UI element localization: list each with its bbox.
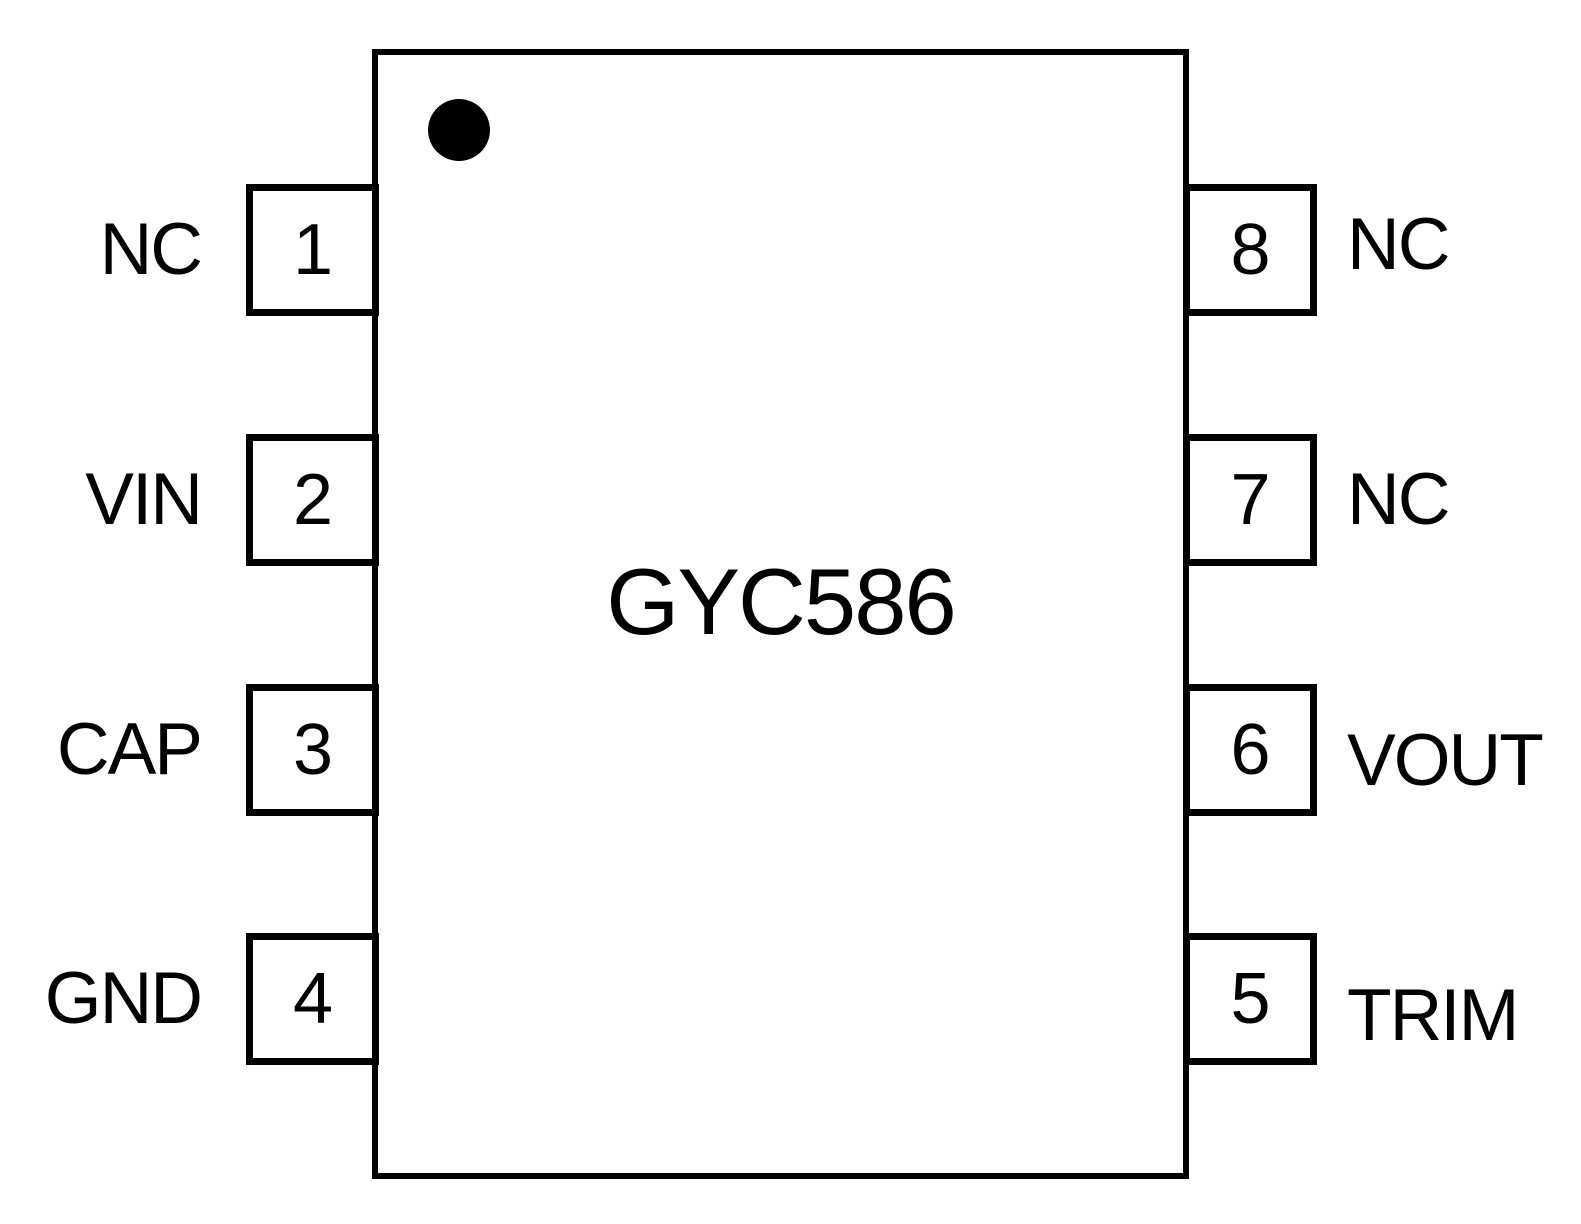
pin-label-vout: VOUT	[1347, 720, 1544, 801]
pin-label-cap: CAP	[56, 709, 203, 790]
pin-box-3: 3	[246, 684, 379, 816]
pin-box-7: 7	[1183, 434, 1317, 566]
pin-label-nc-1: NC	[99, 209, 203, 290]
pin-box-2: 2	[246, 434, 379, 566]
pin-number-1: 1	[292, 210, 333, 290]
pin-label-gnd: GND	[44, 958, 203, 1039]
chip-body	[372, 49, 1189, 1179]
pin1-indicator-dot	[428, 99, 490, 161]
pin-box-6: 6	[1183, 684, 1317, 816]
pin-box-4: 4	[246, 933, 379, 1065]
pin-box-8: 8	[1183, 184, 1317, 316]
pin-number-8: 8	[1230, 210, 1270, 290]
pin-label-vin: VIN	[85, 459, 203, 540]
pin-number-5: 5	[1230, 959, 1270, 1039]
pin-number-7: 7	[1230, 460, 1270, 540]
pin-label-nc-8: NC	[1347, 204, 1450, 285]
pin-label-nc-7: NC	[1347, 459, 1450, 540]
pin-number-2: 2	[292, 460, 333, 540]
pin-number-6: 6	[1230, 710, 1270, 790]
pin-number-4: 4	[292, 959, 333, 1039]
pin-box-5: 5	[1183, 933, 1317, 1065]
pin-label-trim: TRIM	[1347, 975, 1519, 1056]
pin-box-1: 1	[246, 184, 379, 316]
pin-number-3: 3	[292, 710, 333, 790]
chip-title: GYC586	[606, 549, 957, 654]
